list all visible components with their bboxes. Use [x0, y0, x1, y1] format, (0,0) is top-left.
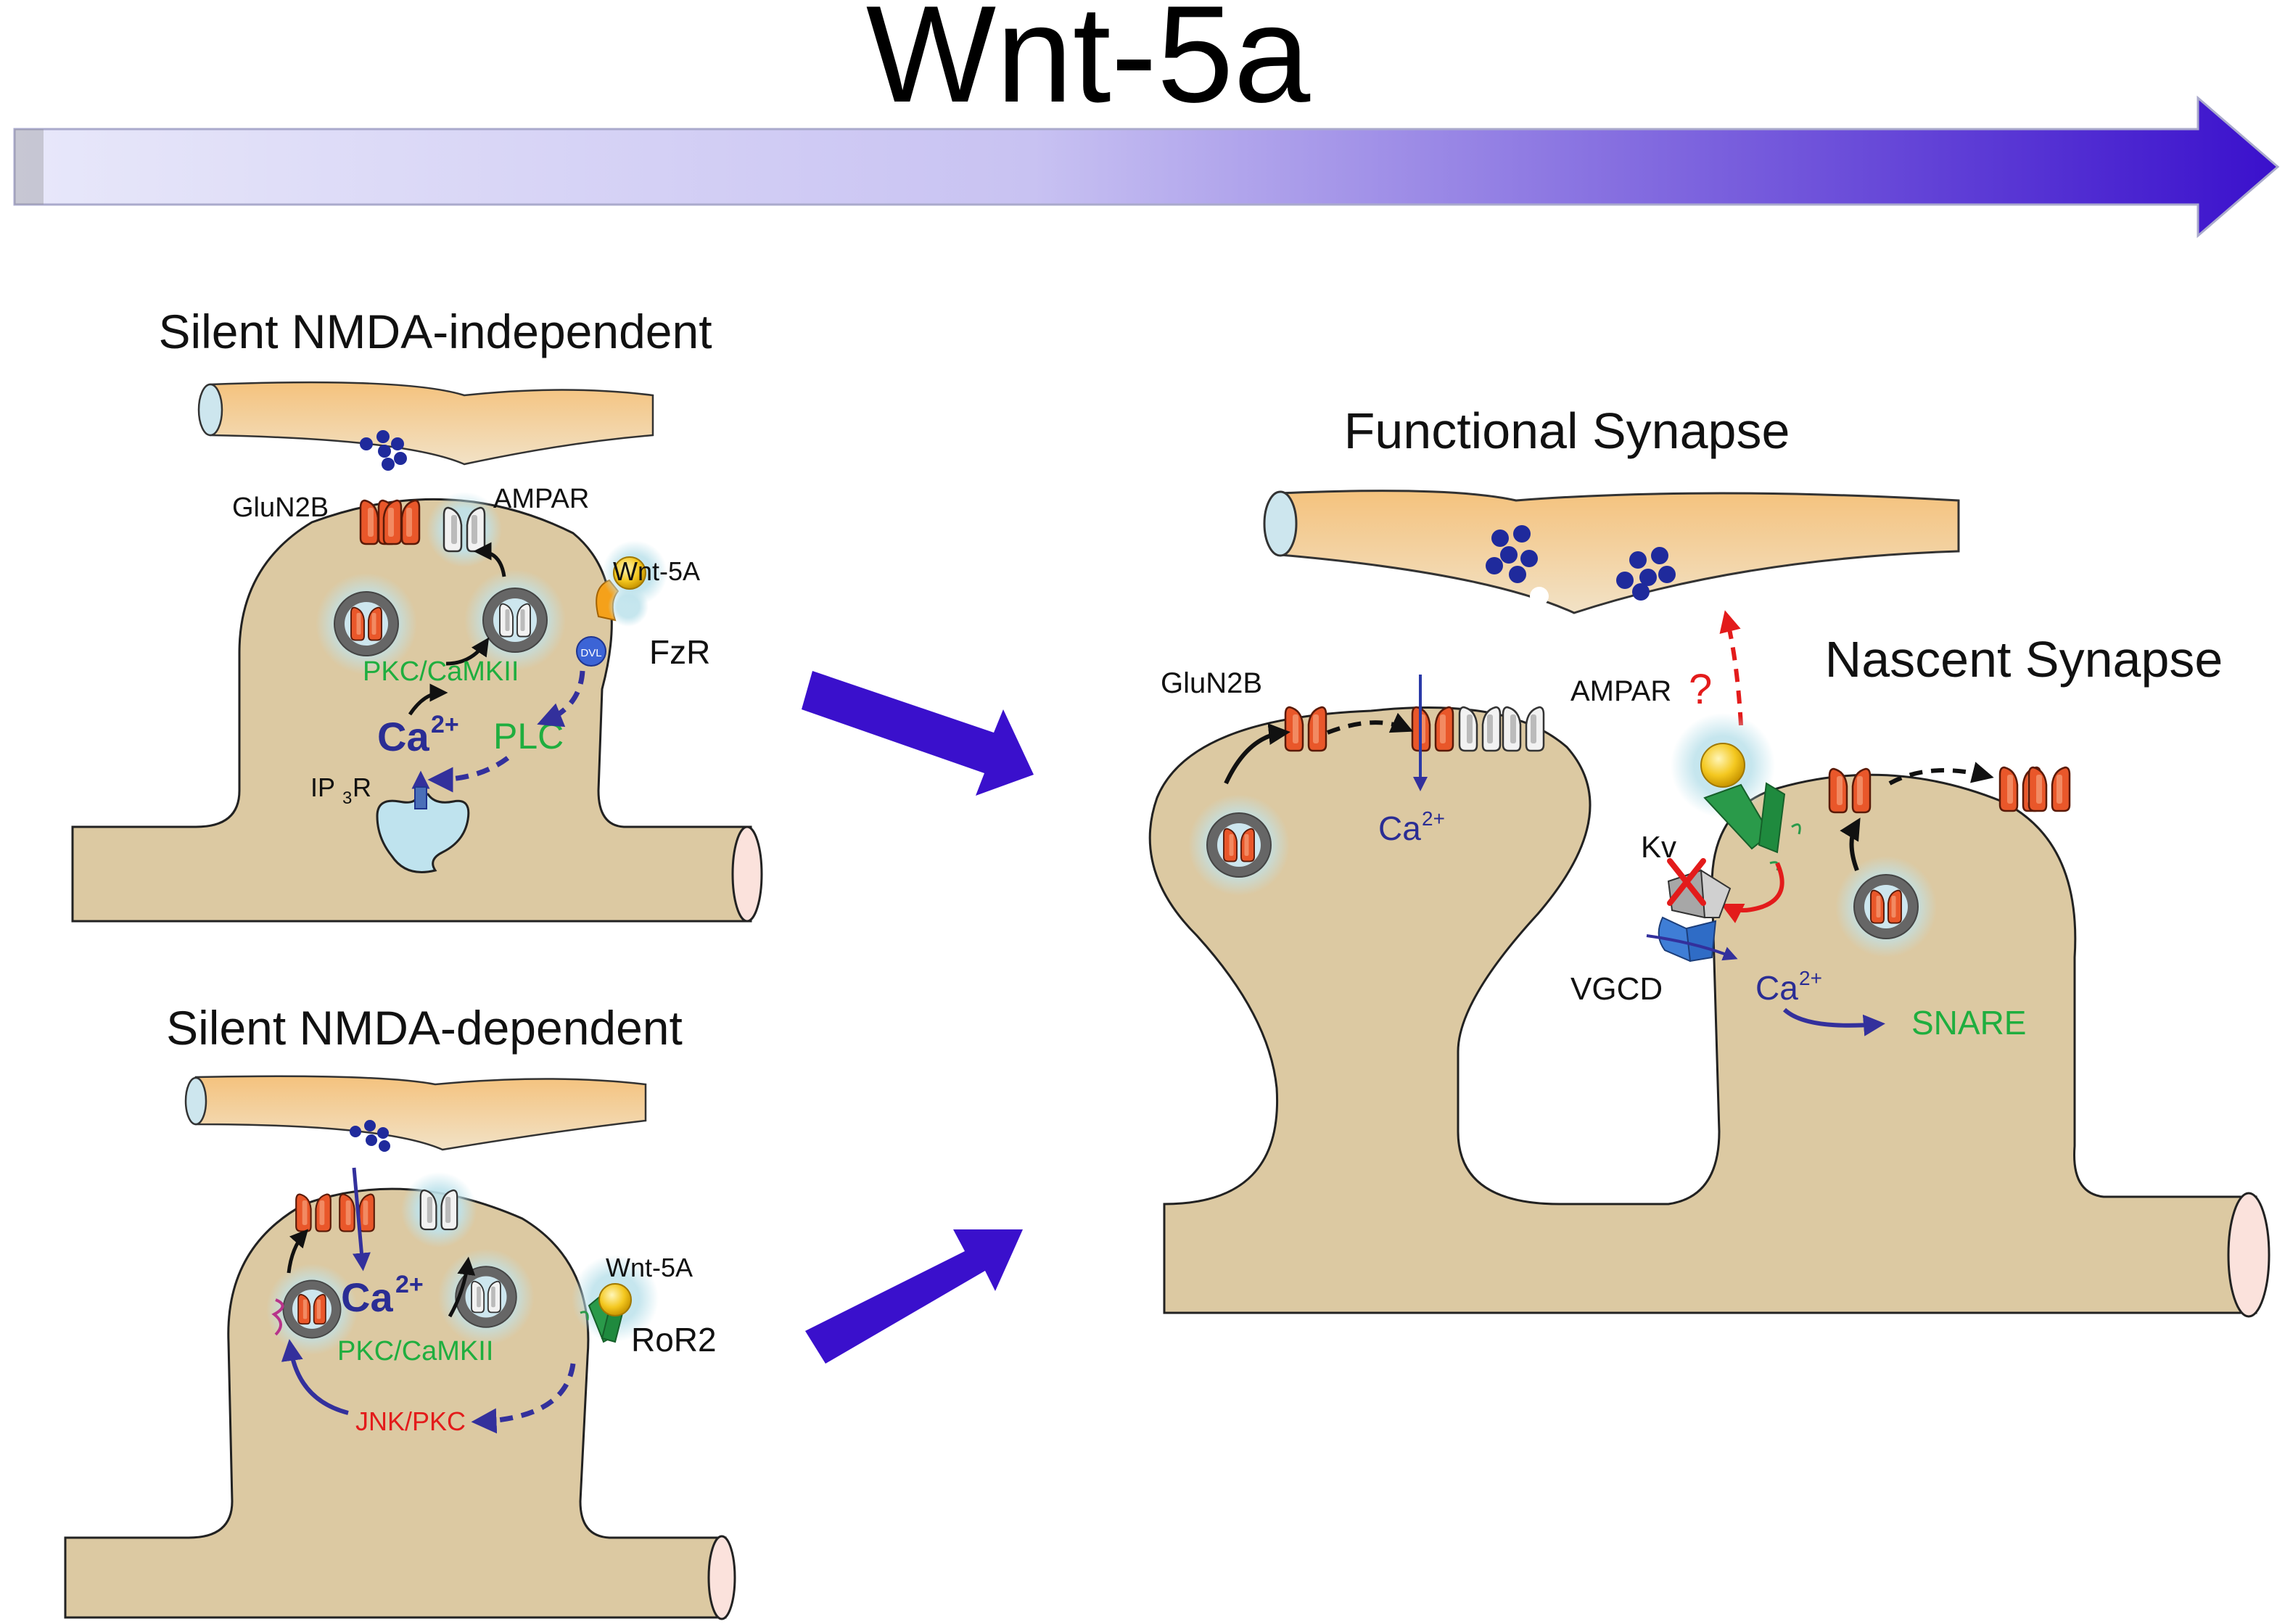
vesicle-glun2b-nascent	[1835, 856, 1937, 957]
label-wnt5a-2: Wnt-5A	[606, 1253, 693, 1282]
label-ror2-2: RoR2	[631, 1321, 717, 1359]
label-dvl-1: DVL	[580, 647, 601, 659]
kv-channel	[1667, 869, 1732, 919]
svg-text:2+: 2+	[431, 711, 459, 738]
vesicle-ampar-1	[464, 569, 566, 671]
label-ip3r-1: IP 3 R	[310, 772, 371, 808]
arrow-plc-to-ip3r-1	[427, 756, 510, 793]
presynaptic-terminal-3	[1263, 490, 1960, 614]
receptor-glun2b-nascent-c	[2027, 766, 2071, 812]
label-fzr-1: FzR	[649, 633, 710, 671]
label-question-mark: ?	[1689, 666, 1712, 713]
label-vgcd: VGCD	[1570, 971, 1663, 1007]
panel-title-functional: Functional Synapse	[1344, 403, 1790, 459]
svg-text:2+: 2+	[395, 1271, 424, 1298]
kv-blocked-x	[1667, 858, 1706, 906]
svg-text:Ca: Ca	[1755, 969, 1798, 1007]
vgcc-channel	[1658, 916, 1717, 963]
receptor-ampar-surface-2	[400, 1171, 477, 1248]
arrow-nascent-vesicle-to-surface	[1840, 817, 1861, 872]
label-ca-4: Ca 2+	[1755, 967, 1822, 1007]
label-snare: SNARE	[1911, 1004, 2026, 1042]
svg-text:IP: IP	[310, 772, 335, 802]
wnt5a-ligand-1	[613, 556, 646, 590]
svg-text:2+: 2+	[1422, 807, 1445, 830]
arrow-pkc-to-vesicle-1	[445, 637, 490, 666]
vesicle-glun2b-functional	[1188, 794, 1290, 896]
label-pkc-camkii-1: PKC/CaMKII	[363, 656, 519, 687]
arrow-nascent-lateral	[1888, 762, 1994, 786]
svg-text:Ca: Ca	[377, 714, 429, 759]
panel-title-nascent: Nascent Synapse	[1825, 631, 2223, 688]
label-glun2b-1: GluN2B	[232, 492, 329, 523]
arrow-ror2-to-kv	[1720, 862, 1784, 923]
arrow-vesicle-to-surface-3	[1224, 723, 1290, 785]
label-wnt5a-1: Wnt-5A	[613, 556, 700, 586]
endoplasmic-reticulum-1	[376, 786, 470, 873]
wnt5a-ligand-3	[1700, 743, 1745, 788]
arrow-ves-to-surface-2	[287, 1229, 309, 1274]
arrow-ca-to-snare	[1782, 1007, 1885, 1036]
label-ampar-3: AMPAR	[1570, 675, 1671, 707]
label-ampar-1: AMPAR	[493, 484, 589, 514]
label-jnk-pkc-2: JNK/PKC	[355, 1406, 466, 1436]
panel-title-dependent: Silent NMDA-dependent	[166, 1001, 683, 1055]
arrow-ror2-to-jnk-2	[471, 1363, 576, 1434]
presynaptic-terminal-2	[184, 1075, 647, 1158]
receptor-ampar-surface-1	[427, 492, 502, 567]
arrow-glutamate-influx-2	[352, 1167, 371, 1271]
arrow-ves-to-surface-1	[473, 542, 506, 577]
svg-text:3: 3	[342, 788, 352, 808]
label-ca-3: Ca 2+	[1378, 807, 1445, 847]
arrow-jnk-to-vesicle-2	[281, 1339, 349, 1415]
label-glun2b-3: GluN2B	[1161, 667, 1262, 699]
transition-arrow-bottom	[805, 1229, 1023, 1364]
arrow-ca-to-pkc-1	[408, 683, 448, 716]
arrow-dvl-to-plc-1	[537, 670, 585, 727]
header-title: Wnt-5a	[866, 0, 1311, 131]
svg-text:2+: 2+	[1799, 967, 1822, 989]
panel-title-independent: Silent NMDA-independent	[158, 305, 712, 358]
presynaptic-terminal-1	[197, 381, 654, 471]
postsynaptic-dendrite-3	[1148, 706, 2270, 1318]
vesicle-ampar-2	[438, 1249, 535, 1345]
arrow-retrograde-signal	[1719, 610, 1743, 726]
transition-arrow-top	[802, 671, 1034, 796]
jnk-modifier-2	[271, 1298, 284, 1336]
svg-text:Ca: Ca	[341, 1274, 393, 1320]
arrow-pkc-to-ampar-2	[448, 1256, 476, 1318]
label-ca-2: Ca 2+	[341, 1271, 424, 1320]
label-ca-1: Ca 2+	[377, 711, 459, 759]
label-pkc-camkii-2: PKC/CaMKII	[337, 1336, 493, 1367]
dvl-protein-1	[576, 636, 606, 667]
gradient-arrow	[13, 95, 2280, 239]
svg-text:R: R	[353, 772, 371, 802]
label-plc-1: PLC	[493, 716, 564, 757]
arrow-lateral-diffusion-3	[1326, 712, 1414, 735]
svg-text:Ca: Ca	[1378, 809, 1421, 847]
wnt5a-ligand-2	[598, 1283, 632, 1316]
arrow-vgcc-ca-influx	[1646, 934, 1738, 961]
